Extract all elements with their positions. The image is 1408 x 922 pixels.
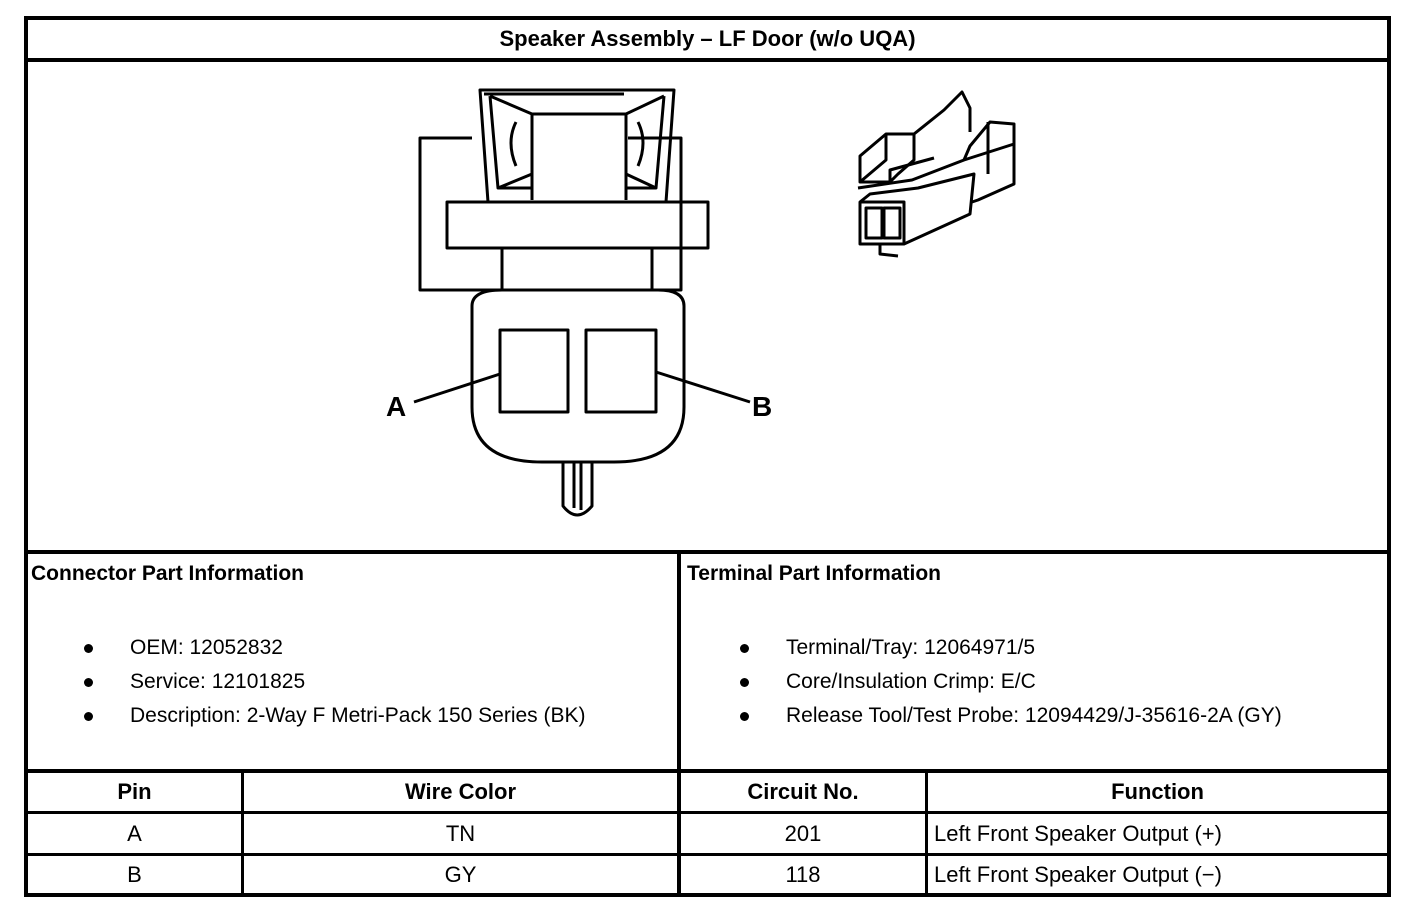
terminal-info-item: Core/Insulation Crimp: E/C [740,667,1388,701]
divider-circuit-column [925,769,928,897]
divider-info-columns [677,550,681,897]
table-cell-function: Left Front Speaker Output (+) [934,820,1222,846]
connector-info-item: Description: 2-Way F Metri-Pack 150 Seri… [84,701,674,735]
divider-table-top [24,769,1391,773]
divider-diagram [24,550,1391,554]
divider-title [24,58,1391,62]
table-cell-wire-color: GY [444,861,477,887]
table-cell-circuit: 201 [784,820,822,846]
bullet-icon [740,644,749,653]
connector-info-heading: Connector Part Information [31,562,305,585]
table-cell-function: Left Front Speaker Output (−) [934,861,1222,887]
bullet-icon [740,678,749,687]
table-cell-pin: A [127,820,142,846]
table-cell-pin: B [127,861,142,887]
terminal-info-item: Terminal/Tray: 12064971/5 [740,633,1388,667]
bullet-icon [84,712,93,721]
page-title: Speaker Assembly – LF Door (w/o UQA) [499,26,916,51]
pinout-frame [24,16,1391,897]
terminal-info-item: Release Tool/Test Probe: 12094429/J-3561… [740,701,1388,735]
connector-info-item: OEM: 12052832 [84,633,674,667]
table-cell-wire-color: TN [445,820,476,846]
terminal-info-list: Terminal/Tray: 12064971/5 Core/Insulatio… [740,633,1388,735]
table-header-circuit: Circuit No. [747,779,859,804]
bullet-icon [740,712,749,721]
bullet-icon [84,678,93,687]
pin-b-callout: B [752,391,772,422]
connector-info-item: Service: 12101825 [84,667,674,701]
terminal-info-heading: Terminal Part Information [687,562,941,585]
divider-table-row [24,853,1391,856]
divider-table-header [24,811,1391,814]
divider-pin-column [241,769,244,897]
table-header-pin: Pin [117,779,152,804]
table-header-function: Function [1111,779,1204,804]
connector-face-drawing: A B [386,88,1016,517]
table-header-wire-color: Wire Color [404,779,517,804]
table-cell-circuit: 118 [785,861,821,887]
bullet-icon [84,644,93,653]
connector-diagram: A B [28,62,1387,550]
connector-info-list: OEM: 12052832 Service: 12101825 Descript… [84,633,674,735]
pin-a-callout: A [386,391,406,422]
